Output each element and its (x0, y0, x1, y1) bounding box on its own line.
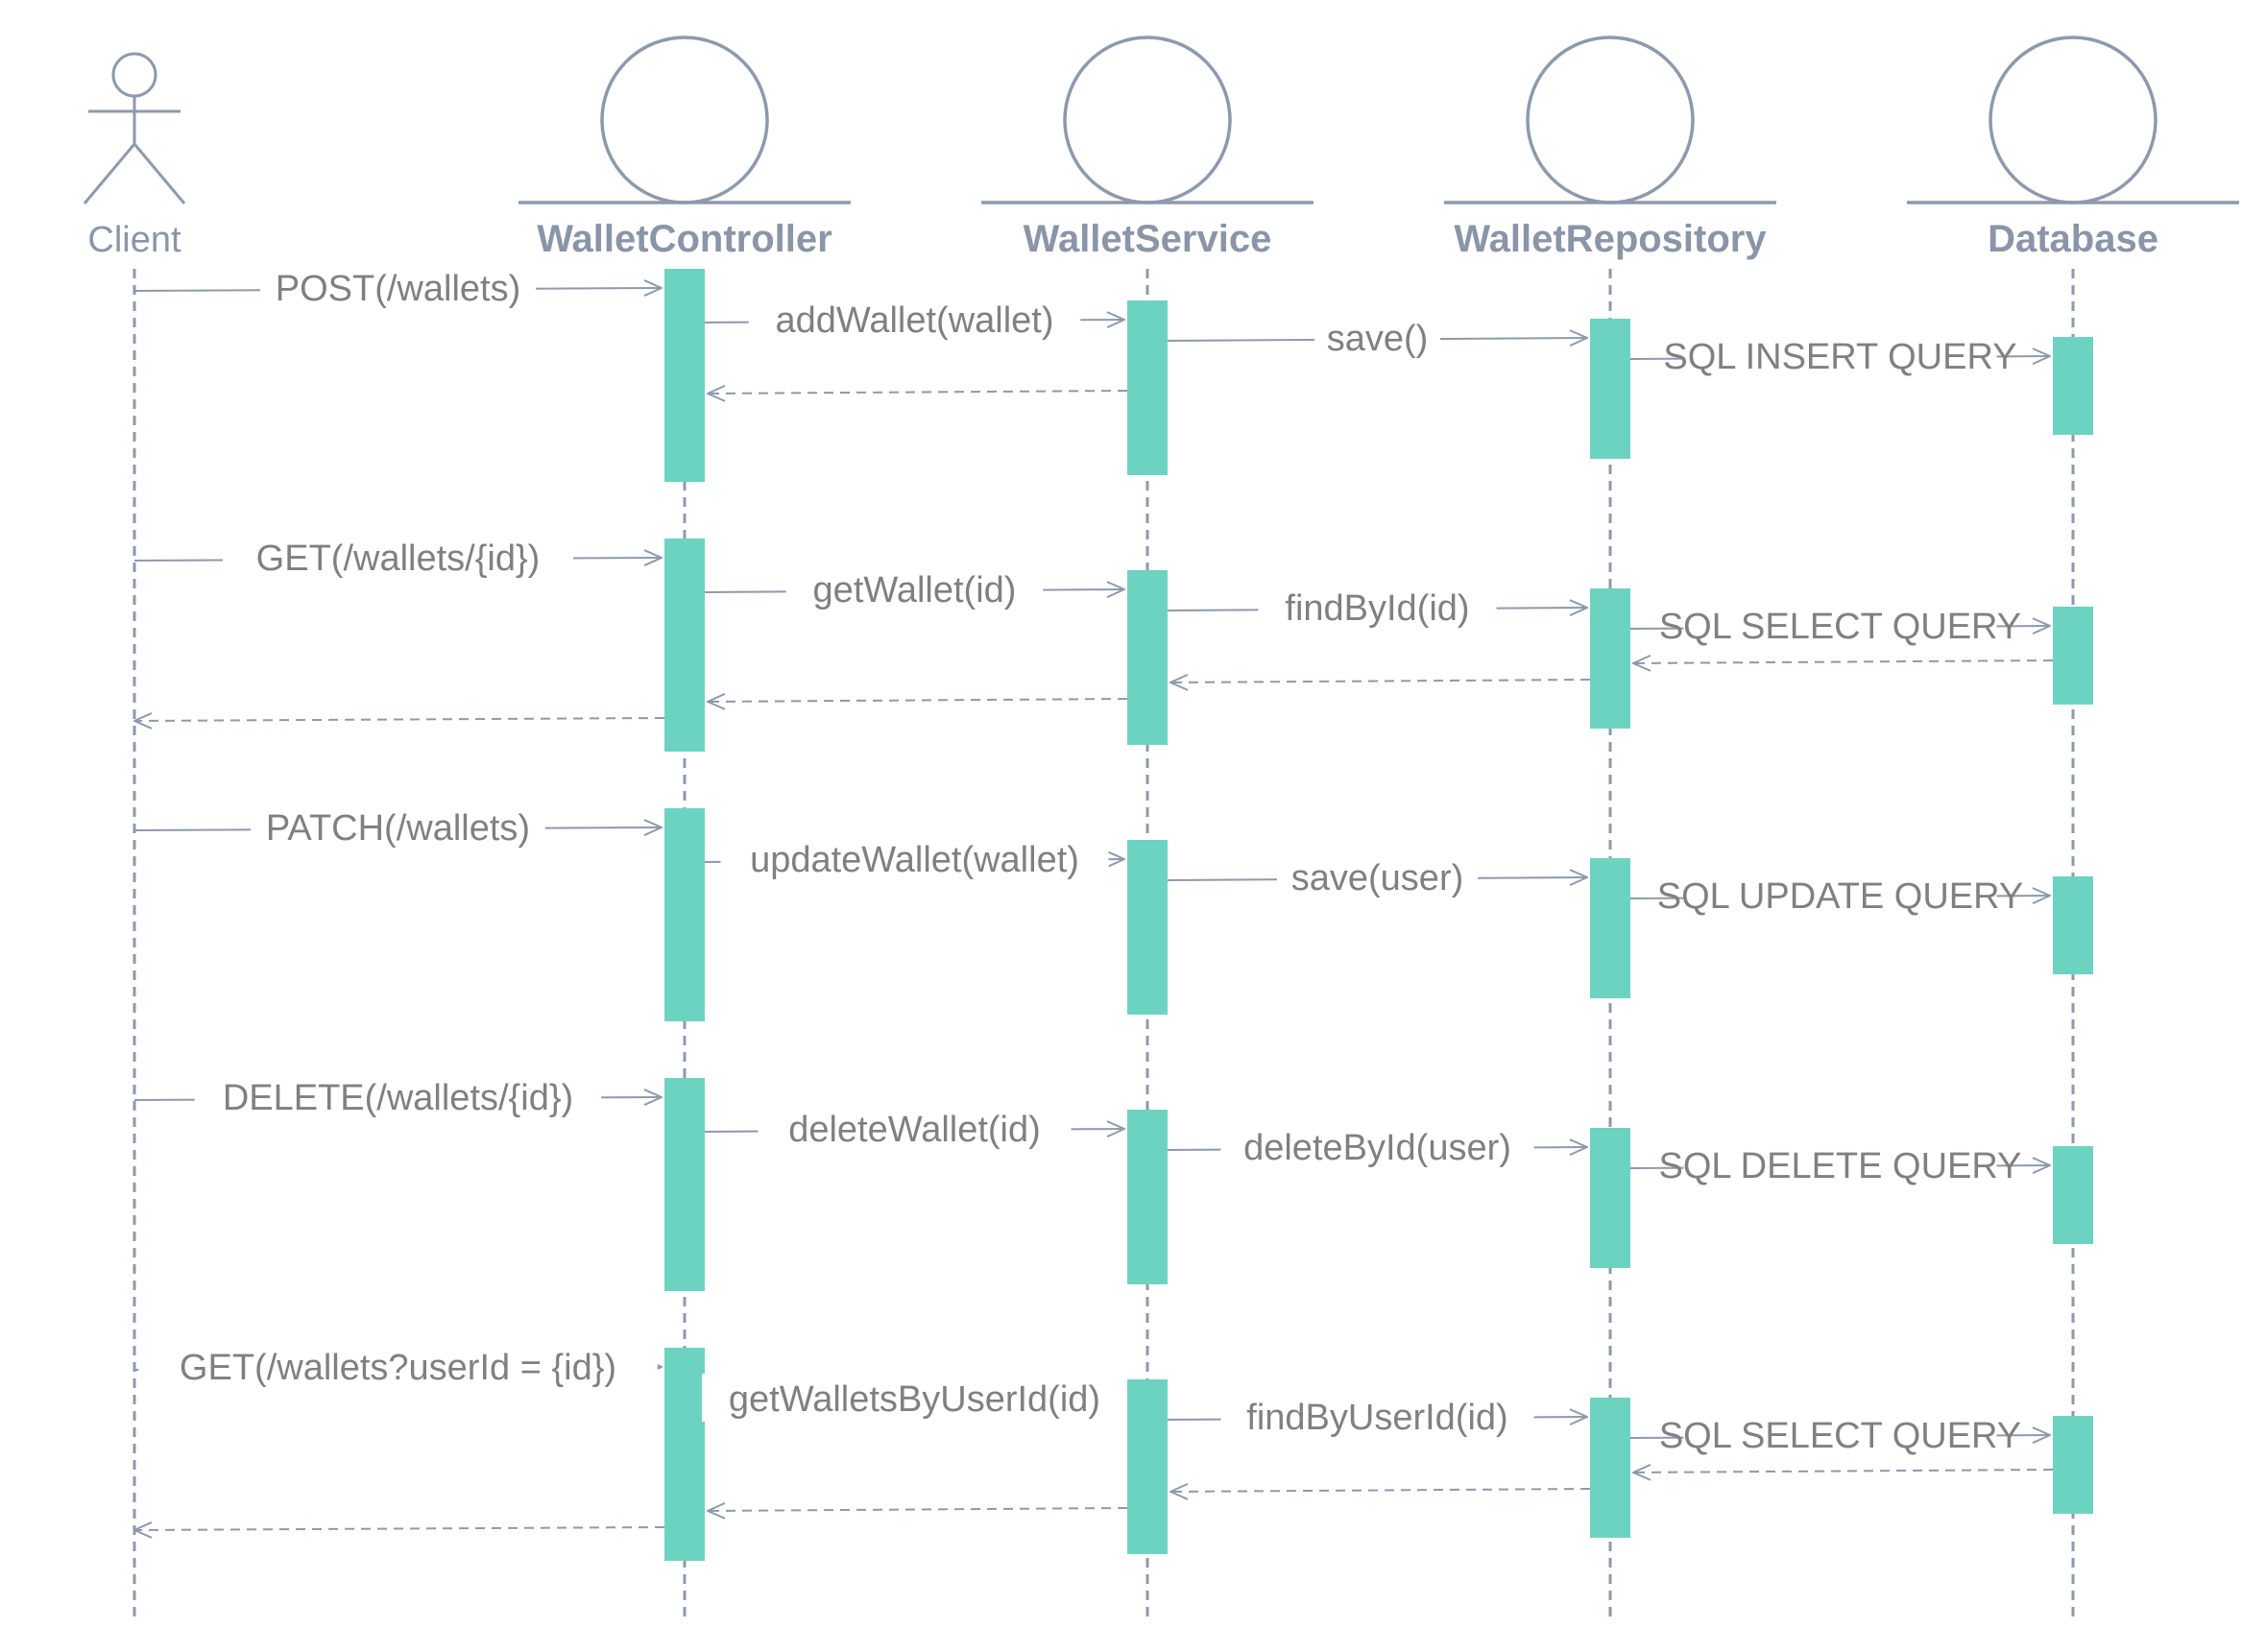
return-arrow (708, 699, 1128, 702)
participant-label: WalletController (537, 218, 832, 260)
message-label: GET(/wallets?userId = {id}) (180, 1348, 616, 1388)
participant-walletservice: WalletService (981, 36, 1314, 260)
label-backdrop (194, 1072, 602, 1120)
activation-bar (664, 269, 705, 482)
label-backdrop (720, 834, 1109, 882)
message-label: getWalletsByUserId(id) (729, 1379, 1100, 1420)
activation-bar (2053, 876, 2093, 974)
return-arrow (1633, 660, 2054, 663)
activation-bar (1590, 858, 1630, 998)
label-backdrop (1258, 583, 1497, 631)
activation-bar (1590, 588, 1630, 729)
return-arrow (134, 718, 665, 721)
message-label: SQL SELECT QUERY (1659, 607, 2021, 647)
activation-bar (1590, 1128, 1630, 1268)
participant-client: Client (83, 52, 186, 260)
activation-bar (664, 1078, 705, 1291)
message-label: save(user) (1291, 858, 1464, 898)
participant-label: Database (1988, 218, 2158, 260)
activation-bar (2053, 607, 2093, 705)
message-label: SQL DELETE QUERY (1658, 1146, 2021, 1186)
interaction-group: PATCH(/wallets) updateWallet(wallet) save(… (133, 802, 2050, 919)
message-label: findByUserId(id) (1246, 1398, 1507, 1438)
entity-circle-icon (1989, 36, 2158, 204)
entity-circle-icon (1526, 36, 1695, 204)
label-backdrop (1277, 852, 1478, 900)
activation-bar (2053, 337, 2093, 435)
participant-walletrepository: WalletRepository (1444, 36, 1776, 260)
label-backdrop (1314, 313, 1440, 361)
message-label: POST(/wallets) (276, 269, 520, 309)
message-label: SQL UPDATE QUERY (1657, 876, 2024, 917)
activation-bar (664, 539, 705, 752)
message-label: SQL INSERT QUERY (1663, 337, 2016, 377)
message-label: GET(/wallets/{id}) (256, 539, 541, 579)
return-arrow (1633, 1470, 2054, 1472)
label-backdrop (251, 802, 545, 850)
activation-bar (664, 1348, 705, 1561)
message-label: save() (1327, 319, 1429, 359)
participant-database: Database (1907, 36, 2239, 260)
activation-bar (664, 808, 705, 1021)
message-label: updateWallet(wallet) (750, 840, 1079, 880)
entity-circle-icon (1063, 36, 1232, 204)
participant-walletcontroller: WalletController (518, 36, 851, 260)
return-arrow (1170, 1489, 1591, 1492)
actor-legs (83, 141, 186, 204)
interaction-group: DELETE(/wallets/{id}) deleteWallet(id) del… (133, 1072, 2050, 1188)
return-arrow (134, 1527, 665, 1530)
participant-label: WalletService (1024, 218, 1272, 260)
activation-bar (1590, 1398, 1630, 1538)
participant-label: Client (87, 220, 181, 260)
label-backdrop (1683, 331, 1997, 379)
label-backdrop (138, 1342, 658, 1390)
return-arrow (708, 1508, 1128, 1511)
label-backdrop (1683, 871, 1997, 919)
label-backdrop (702, 1374, 1127, 1422)
label-backdrop (1683, 1140, 1997, 1188)
label-backdrop (1683, 1410, 1997, 1458)
label-backdrop (1683, 601, 1997, 649)
message-label: DELETE(/wallets/{id}) (223, 1078, 573, 1118)
activation-bar (2053, 1416, 2093, 1514)
label-backdrop (1220, 1122, 1534, 1170)
label-backdrop (223, 533, 573, 581)
label-backdrop (758, 1104, 1072, 1152)
activation-bar (2053, 1146, 2093, 1244)
label-backdrop (748, 295, 1081, 343)
activation-bar (1127, 840, 1168, 1015)
activation-bar (1127, 1110, 1168, 1284)
interaction-group: GET(/wallets?userId = {id}) getWalletsByU… (134, 1342, 2054, 1530)
message-label: findById(id) (1285, 588, 1469, 629)
participant-label: WalletRepository (1454, 218, 1767, 260)
message-label: addWallet(wallet) (775, 300, 1053, 341)
label-backdrop (260, 263, 536, 311)
label-backdrop (1220, 1392, 1534, 1440)
message-label: PATCH(/wallets) (266, 808, 530, 849)
message-label: getWallet(id) (813, 570, 1017, 611)
interaction-group: GET(/wallets/{id}) getWallet(id) findById(… (134, 533, 2054, 721)
activation-bar (1127, 1379, 1168, 1554)
activation-bar (1127, 570, 1168, 745)
interaction-group: POST(/wallets) addWallet(wallet) save() SQL… (133, 263, 2050, 394)
entity-circle-icon (600, 36, 769, 204)
actor-head (111, 52, 157, 98)
activation-bar (1127, 300, 1168, 475)
activation-bar (1590, 319, 1630, 459)
label-backdrop (785, 564, 1044, 612)
message-label: SQL SELECT QUERY (1659, 1416, 2021, 1456)
return-arrow (708, 391, 1128, 394)
return-arrow (1170, 680, 1591, 682)
message-label: deleteWallet(id) (788, 1110, 1041, 1150)
message-label: deleteById(user) (1243, 1128, 1511, 1168)
